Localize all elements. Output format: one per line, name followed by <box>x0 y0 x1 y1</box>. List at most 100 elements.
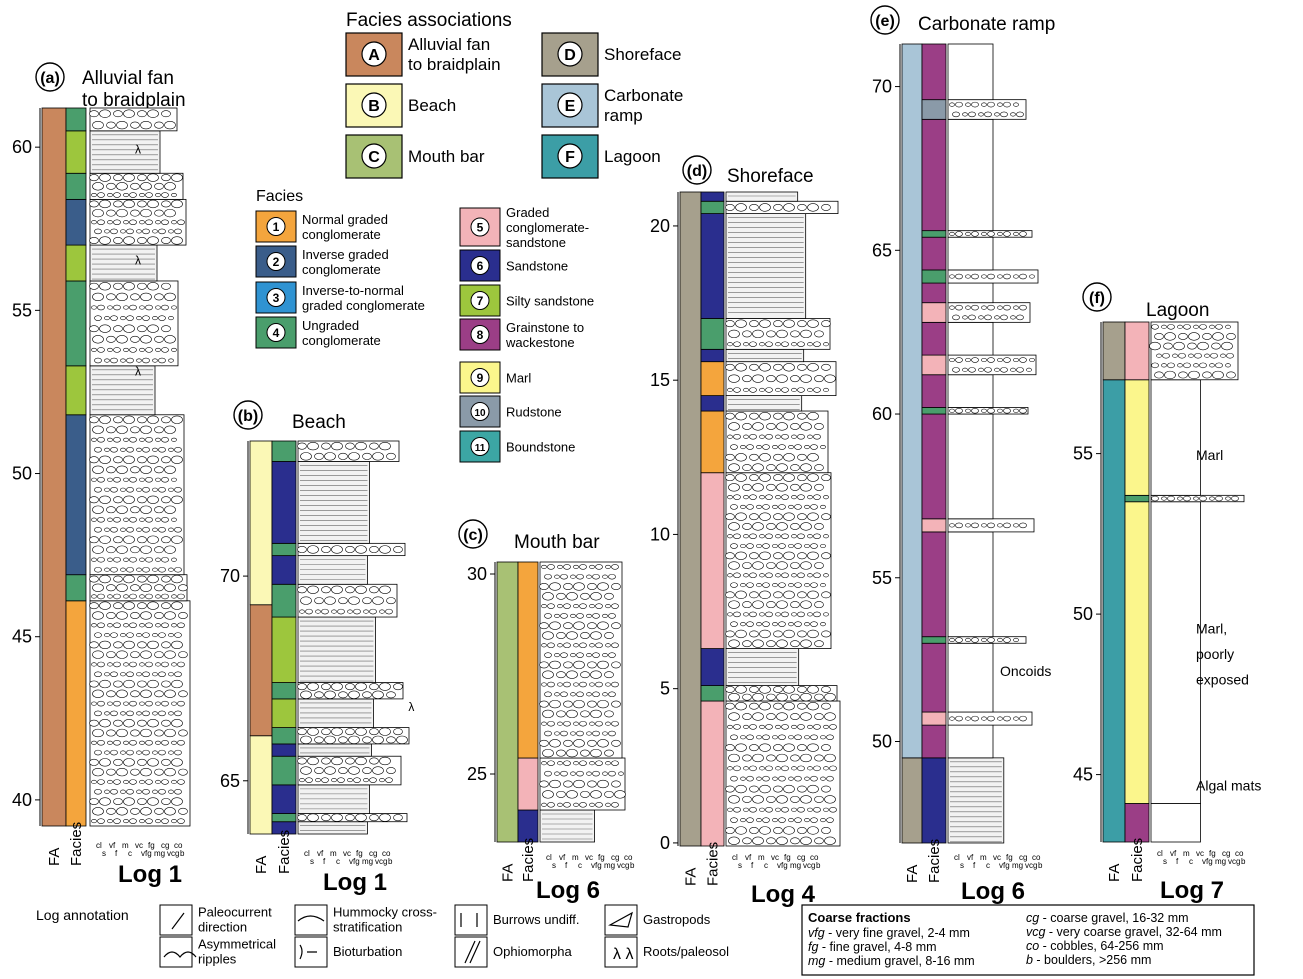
pebble <box>749 744 759 752</box>
pebble <box>749 474 759 482</box>
pebble <box>1221 341 1233 351</box>
facies-segment <box>921 302 947 323</box>
pebble <box>369 757 379 765</box>
pebble <box>137 200 147 208</box>
pebble <box>161 110 171 118</box>
facies-segment <box>271 813 297 823</box>
pebble <box>1210 352 1218 359</box>
lithology-bed <box>297 743 372 757</box>
pebble <box>730 543 738 549</box>
pebble <box>123 415 135 424</box>
grain-scale-label: vc <box>135 841 143 850</box>
lithology-bed <box>947 757 1005 844</box>
pebble <box>152 229 158 234</box>
pebble <box>164 545 176 554</box>
pebble <box>161 325 171 333</box>
pebble <box>300 766 312 775</box>
pebble <box>539 622 549 630</box>
pebble <box>386 452 396 460</box>
pebble <box>602 613 608 618</box>
pebble <box>730 775 738 782</box>
pebble <box>611 642 619 649</box>
pebble <box>759 363 771 372</box>
pebble <box>765 341 773 347</box>
grain-scale-label: vcg <box>1228 857 1240 866</box>
facies-number-badge <box>470 291 490 310</box>
pebble <box>749 387 757 393</box>
pebble <box>1212 370 1224 380</box>
pebble <box>161 602 171 610</box>
pebble <box>348 690 360 699</box>
pebble <box>140 182 152 191</box>
grain-scale-label: s <box>960 861 964 870</box>
pebble <box>725 363 735 371</box>
pebble <box>589 643 595 648</box>
pebble <box>579 681 587 688</box>
pebble <box>746 775 754 782</box>
pebble <box>154 466 164 474</box>
axis-tick-label: 50 <box>872 731 892 751</box>
pebble <box>573 682 579 687</box>
facies-number: 11 <box>475 443 486 454</box>
pebble <box>1204 353 1210 358</box>
pebble <box>965 357 971 363</box>
pebble <box>171 640 183 650</box>
pebble <box>762 582 770 588</box>
pebble <box>563 622 573 630</box>
pebble <box>556 632 566 639</box>
pebble <box>355 682 367 691</box>
pebble <box>104 633 110 638</box>
grain-scale-label: fg <box>1209 849 1216 858</box>
pebble <box>161 575 171 583</box>
pebble <box>107 740 113 745</box>
pebble <box>113 818 121 824</box>
pebble <box>813 341 821 347</box>
pebble <box>547 564 555 570</box>
pebble <box>730 817 738 823</box>
pebble <box>987 101 995 108</box>
grain-scale-label: cg <box>161 841 169 850</box>
pebble <box>804 543 810 549</box>
pebble <box>147 679 159 689</box>
pebble <box>542 790 554 799</box>
pebble <box>735 412 747 421</box>
pebble <box>161 437 169 443</box>
pebble <box>590 709 602 719</box>
lithology-bed <box>725 472 832 649</box>
pebble <box>821 513 831 521</box>
pebble <box>776 795 788 804</box>
pebble <box>104 527 110 532</box>
pebble <box>813 611 821 618</box>
pebble <box>765 611 773 618</box>
pebble <box>766 693 776 701</box>
pebble <box>1220 353 1226 358</box>
pebble <box>949 102 955 107</box>
pebble <box>113 758 123 766</box>
pebble <box>807 702 819 711</box>
pebble <box>807 724 813 729</box>
burrows-legend-item: Burrows undiff. <box>454 904 579 936</box>
pebble <box>129 700 137 707</box>
pebble <box>158 710 166 717</box>
pebble <box>140 768 152 777</box>
fa-code: D <box>564 47 576 64</box>
pebble <box>300 735 312 744</box>
pebble <box>778 817 786 823</box>
lithology-bed <box>947 724 994 759</box>
lithology-column <box>725 191 841 847</box>
pebble <box>158 671 166 677</box>
pebble <box>727 724 733 729</box>
pebble <box>987 304 995 311</box>
roots-symbol: λ <box>135 365 141 379</box>
pebble <box>137 536 147 544</box>
pebble <box>539 780 549 788</box>
facies-axis-label: Facies <box>276 830 293 874</box>
pebble <box>544 770 552 777</box>
pebble <box>772 818 778 823</box>
pebble <box>766 330 776 338</box>
pebble <box>742 713 752 720</box>
pebble <box>123 199 135 209</box>
facies-segment <box>921 99 947 120</box>
